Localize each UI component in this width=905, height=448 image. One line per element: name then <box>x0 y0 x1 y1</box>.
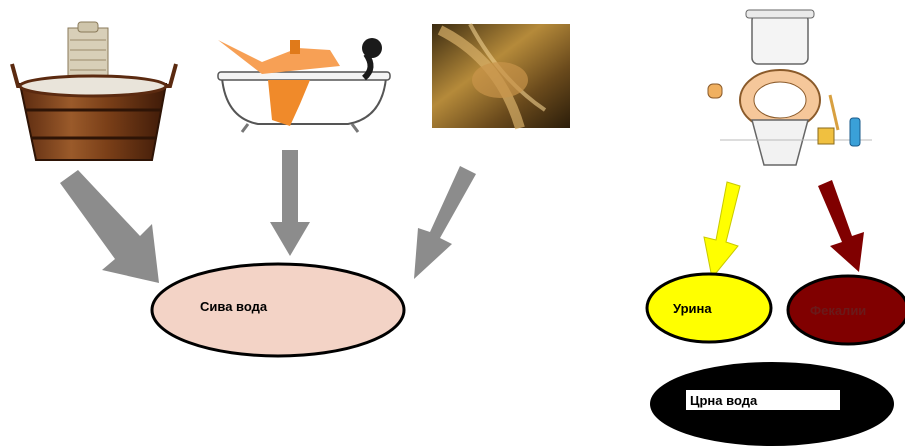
urine-label: Урина <box>673 301 712 316</box>
arrow-bathtub-to-grey <box>270 150 310 256</box>
arrow-to-feces <box>818 180 864 272</box>
grey-water-ellipse <box>152 264 404 356</box>
shower-icon <box>432 24 570 128</box>
feces-label: Фекалии <box>810 303 866 318</box>
bathtub-icon <box>218 38 390 132</box>
black-water-label: Црна вода <box>690 393 758 408</box>
arrow-washtub-to-grey <box>60 170 159 283</box>
toilet-icon <box>708 10 872 165</box>
grey-water-label: Сива вода <box>200 299 268 314</box>
washtub-icon <box>12 22 176 160</box>
arrow-to-urine <box>704 182 740 278</box>
urine-node: Урина <box>647 274 771 342</box>
feces-node: Фекалии <box>788 276 905 344</box>
arrow-shower-to-grey <box>414 166 476 279</box>
black-water-node: Црна вода <box>650 362 894 446</box>
grey-water-node: Сива вода <box>152 264 404 356</box>
